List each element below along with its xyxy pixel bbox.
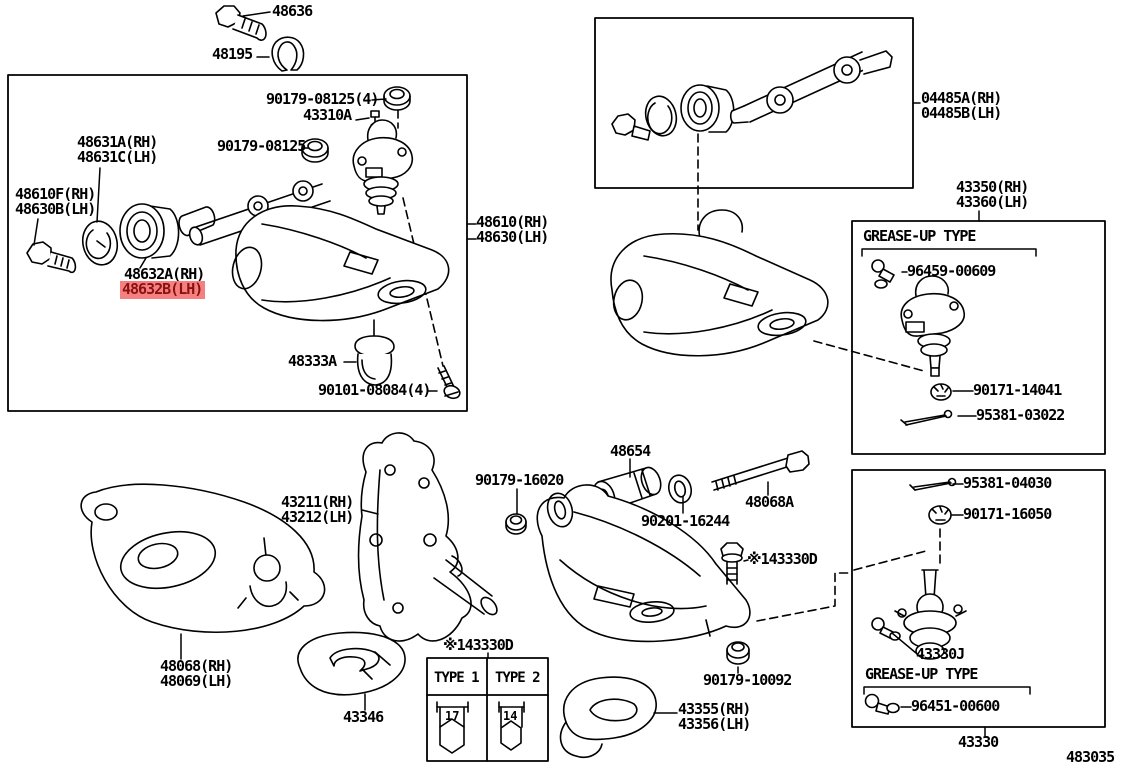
- cotter-pin-95381-04030-drawing: [909, 477, 957, 491]
- part-label-43356-lh[interactable]: 43356(LH): [678, 715, 751, 733]
- bolt-43330D-drawing: [720, 542, 744, 585]
- part-label-43355-rh[interactable]: 43355(RH): [678, 700, 751, 718]
- spring-seat-43346-drawing: [297, 631, 406, 696]
- part-label-43330[interactable]: 43330: [958, 733, 999, 751]
- group-boxes: [7, 17, 1106, 728]
- grease-up-type-lower-label: GREASE-UP TYPE: [865, 665, 978, 683]
- part-label-43330D-mid[interactable]: ※143330D: [747, 550, 818, 568]
- upper-balljoint-43310-drawing: [352, 119, 414, 215]
- hex-size-type1-drawing: [436, 701, 469, 754]
- grease-up-type-upper-label: GREASE-UP TYPE: [863, 227, 976, 245]
- dust-cover-43355-drawing: [559, 676, 657, 759]
- upper-control-arm-left-drawing: [188, 180, 450, 322]
- lower-balljoint-box: [851, 469, 1106, 728]
- part-label-96451-00600[interactable]: 96451-00600: [911, 697, 1000, 715]
- part-label-43360-lh[interactable]: 43360(LH): [956, 193, 1029, 211]
- part-label-48069-lh[interactable]: 48069(LH): [160, 672, 233, 690]
- part-label-43310A[interactable]: 43310A: [303, 106, 352, 124]
- snap-ring-90171-16050-drawing: [928, 505, 952, 525]
- part-label-90179-08125-4[interactable]: 90179-08125(4): [266, 90, 379, 108]
- hex-size-type2-drawing: [498, 701, 525, 751]
- steering-knuckle-43211-drawing: [357, 432, 498, 642]
- part-label-90201-16244[interactable]: 90201-16244: [641, 512, 730, 530]
- bolt-90101-08084-drawing: [437, 365, 461, 400]
- part-label-43330D-table[interactable]: ※143330D: [443, 636, 514, 654]
- diagram-code: 483035: [1066, 748, 1115, 766]
- nut-90179-08125-drawing: [301, 138, 329, 163]
- grease-fitting-96459-drawing: [871, 259, 895, 289]
- part-label-48630-lh[interactable]: 48630(LH): [476, 228, 549, 246]
- part-label-96459-00609[interactable]: 96459-00609: [907, 262, 996, 280]
- type2-hex-size: 14: [503, 709, 518, 723]
- part-label-04485a-rh[interactable]: 04485A(RH): [921, 89, 1002, 107]
- part-label-48631a-rh[interactable]: 48631A(RH): [77, 133, 158, 151]
- part-label-90179-16020[interactable]: 90179-16020: [475, 471, 564, 489]
- part-label-48631[interactable]: 48631A(RH) 48631C(LH): [77, 133, 158, 166]
- part-label-90101-08084-4[interactable]: 90101-08084(4): [318, 381, 431, 399]
- label-leader-lines: [33, 11, 986, 737]
- part-label-48610F[interactable]: 48610F(RH) 48630B(LH): [15, 185, 96, 218]
- bushing-48632-drawing: [119, 203, 180, 259]
- shaft-kit-04485-drawing: [611, 50, 893, 141]
- part-label-90179-10092[interactable]: 90179-10092: [703, 671, 792, 689]
- part-label-43211-rh[interactable]: 43211(RH): [281, 493, 354, 511]
- upper-control-arm-right-drawing: [610, 209, 829, 357]
- part-label-48636[interactable]: 48636: [272, 2, 313, 20]
- part-label-48610[interactable]: 48610(RH) 48630(LH): [476, 213, 549, 246]
- part-label-48654[interactable]: 48654: [610, 442, 651, 460]
- nut-90179-16020-drawing: [505, 513, 527, 535]
- bolt-48068A-drawing: [711, 450, 810, 491]
- part-label-43350-rh[interactable]: 43350(RH): [956, 178, 1029, 196]
- part-label-48333A[interactable]: 48333A: [288, 352, 337, 370]
- snap-ring-90171-14041-drawing: [930, 383, 952, 401]
- part-label-48632a-rh[interactable]: 48632A(RH): [124, 265, 205, 283]
- type-table-header-type1: TYPE 1: [434, 670, 480, 686]
- type-table-header-type2: TYPE 2: [495, 670, 541, 686]
- part-label-43350[interactable]: 43350(RH) 43360(LH): [956, 178, 1029, 211]
- part-label-43211[interactable]: 43211(RH) 43212(LH): [281, 493, 354, 526]
- upper-arm-detail-box: [7, 74, 468, 412]
- part-label-04485[interactable]: 04485A(RH) 04485B(LH): [921, 89, 1002, 122]
- part-label-95381-04030[interactable]: 95381-04030: [963, 474, 1052, 492]
- upper-balljoint-43350-drawing: [900, 275, 966, 377]
- part-label-48068-rh[interactable]: 48068(RH): [160, 657, 233, 675]
- balljoint-48333A-drawing: [354, 319, 395, 386]
- camber-plate-48631-drawing: [81, 220, 119, 266]
- shaft-kit-box: [594, 17, 914, 189]
- part-label-48195[interactable]: 48195: [212, 45, 253, 63]
- bolt-48610F-drawing: [26, 241, 77, 274]
- part-label-90171-16050[interactable]: 90171-16050: [963, 505, 1052, 523]
- part-label-48068[interactable]: 48068(RH) 48069(LH): [160, 657, 233, 690]
- part-label-43346[interactable]: 43346: [343, 708, 384, 726]
- bolt-48636-drawing: [215, 5, 267, 41]
- part-label-95381-03022[interactable]: 95381-03022: [976, 406, 1065, 424]
- part-label-48610-rh[interactable]: 48610(RH): [476, 213, 549, 231]
- nut-90179-08125-4-drawing: [383, 86, 411, 111]
- lower-control-arm-right-drawing: [536, 484, 751, 643]
- part-label-43355[interactable]: 43355(RH) 43356(LH): [678, 700, 751, 733]
- cotter-pin-95381-03022-drawing: [900, 409, 953, 426]
- part-label-48630b-lh[interactable]: 48630B(LH): [15, 200, 96, 218]
- part-label-48631c-lh[interactable]: 48631C(LH): [77, 148, 158, 166]
- part-label-43330J[interactable]: 43330J: [916, 645, 965, 663]
- clip-48195-drawing: [271, 36, 305, 72]
- grease-up-brackets: [861, 248, 1037, 695]
- part-label-48610f-rh[interactable]: 48610F(RH): [15, 185, 96, 203]
- oring-90201-16244-drawing: [667, 474, 693, 504]
- part-label-90179-08125[interactable]: 90179-08125: [217, 137, 306, 155]
- nut-90179-10092-drawing: [726, 641, 750, 665]
- part-label-48068A[interactable]: 48068A: [745, 493, 794, 511]
- type1-hex-size: 17: [445, 709, 460, 723]
- grease-fitting-96451-drawing: [864, 693, 900, 715]
- part-label-04485b-lh[interactable]: 04485B(LH): [921, 104, 1002, 122]
- lower-control-arm-left-drawing: [80, 483, 326, 634]
- part-label-90171-14041[interactable]: 90171-14041: [973, 381, 1062, 399]
- part-label-43212-lh[interactable]: 43212(LH): [281, 508, 354, 526]
- lower-balljoint-43330-drawing: [894, 569, 967, 660]
- part-label-48632b-lh[interactable]: 48632B(LH): [120, 281, 206, 299]
